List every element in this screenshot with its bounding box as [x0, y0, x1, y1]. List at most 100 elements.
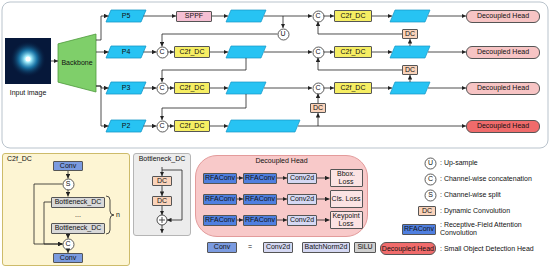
- conv-block: Conv: [207, 242, 237, 253]
- sppf-block: SPPF: [176, 11, 212, 22]
- symbol-circle: [425, 190, 436, 201]
- c2f-block: C2f_DC: [174, 46, 210, 58]
- head-swatch: Decoupled Head: [380, 242, 436, 255]
- node-label: C: [315, 84, 320, 92]
- repeat-count: n: [116, 211, 120, 219]
- node-label: S: [66, 180, 71, 188]
- label-holder: DC: [422, 207, 432, 215]
- connector: [162, 186, 163, 196]
- ellipsis: ...: [75, 211, 81, 219]
- node-label: C: [159, 122, 164, 130]
- connector: [144, 88, 157, 89]
- concat-circle: C: [63, 239, 74, 250]
- feature-map: [226, 120, 300, 132]
- network-panel: [2, 2, 548, 148]
- connector: [318, 22, 402, 34]
- legend-text: : Dynamic Convolution: [440, 207, 546, 215]
- node-label: Conv: [60, 254, 76, 262]
- circle-shape: [278, 29, 289, 40]
- node-label: DC: [157, 177, 167, 185]
- panel-title: C2f_DC: [7, 155, 32, 163]
- image-caption: Input image: [10, 89, 47, 97]
- equals-sign: =: [248, 243, 252, 251]
- symbol-circle: [425, 158, 436, 169]
- wire: [162, 225, 163, 233]
- node-label: RFAConv: [205, 216, 235, 224]
- node-label: Conv2d: [290, 174, 314, 182]
- para-shape: [106, 10, 146, 22]
- dynamic-conv: DC: [152, 196, 172, 206]
- feature-map-block: P3: [106, 82, 146, 94]
- legend-text: : Up-sample: [440, 159, 546, 167]
- connector: [96, 86, 109, 126]
- connector: [237, 178, 243, 179]
- c2f-block: C2f_DC: [334, 10, 372, 22]
- label-holder: =: [248, 243, 252, 251]
- connector: [317, 199, 330, 200]
- connector: [317, 220, 330, 221]
- feature-map-block: P5: [106, 10, 146, 22]
- wire: [210, 126, 228, 127]
- backbone-block: Backbone: [58, 34, 96, 92]
- connector: [168, 126, 175, 127]
- wire: [372, 52, 392, 53]
- feature-map: [390, 82, 430, 94]
- c2f-block: C2f_DC: [334, 46, 372, 58]
- connector: [44, 202, 63, 244]
- node-label: DC: [313, 104, 323, 112]
- node-label: Backbone: [61, 59, 92, 67]
- circle-shape: [63, 179, 74, 190]
- panel-title: Bottleneck_DC: [139, 155, 186, 163]
- connector: [324, 16, 335, 17]
- node-label: Bottleneck_DC: [55, 224, 102, 232]
- wire: [51, 61, 58, 62]
- connector: [318, 94, 319, 103]
- legend-text-holder: : Up-sample: [440, 159, 546, 167]
- connector: [237, 199, 243, 200]
- node-label: P3: [122, 84, 131, 92]
- node-label: Conv: [60, 162, 76, 170]
- circle-shape: [157, 121, 168, 132]
- node-label: C2f_DC: [341, 48, 366, 56]
- feature-map: [390, 10, 430, 22]
- conv2d-block: Conv2d: [287, 173, 317, 184]
- wire: [162, 94, 246, 120]
- symbol-letter: U: [428, 159, 433, 167]
- connector: [34, 184, 63, 244]
- connector: [317, 178, 330, 179]
- connector: [277, 178, 287, 179]
- conv2d-block: Conv2d: [263, 242, 293, 253]
- concat-circle: C: [313, 47, 324, 58]
- rfaconv-swatch: RFAConv: [402, 224, 436, 235]
- node-label: Decoupled Head: [477, 12, 529, 20]
- symbol-letter: DC: [422, 207, 432, 215]
- rfaconv-block: RFAConv: [203, 194, 237, 205]
- rfaconv-block: RFAConv: [243, 173, 277, 184]
- residual-wire: [162, 170, 182, 220]
- symbol-circle: [425, 174, 436, 185]
- dynamic-conv: DC: [310, 103, 326, 113]
- legend-text-holder: : Small Object Detection Head: [440, 245, 546, 253]
- connector: [68, 190, 69, 197]
- label-holder: Input image: [10, 89, 47, 97]
- node-label: SPPF: [185, 12, 203, 20]
- wire: [162, 167, 163, 176]
- label-holder: S: [428, 191, 433, 199]
- symbol-letter: C: [428, 175, 433, 183]
- node-label: DC: [405, 66, 415, 74]
- loss-box: Cls. Loss: [330, 190, 363, 208]
- connector: [277, 199, 287, 200]
- node-label: C2f_DC: [341, 84, 366, 92]
- circle-shape: [313, 11, 324, 22]
- para-shape: [106, 46, 146, 58]
- c2f-detail-panel: C2f_DCConvSBottleneck_DCBottleneck_DCCCo…: [2, 153, 130, 266]
- upsample-symbol: U: [425, 158, 436, 169]
- legend-text: : Channel-wise split: [440, 191, 546, 199]
- para-shape: [106, 120, 146, 132]
- head-detail-panel: Decoupled HeadRFAConvRFAConvConv2dBbox. …: [195, 155, 368, 237]
- wire: [264, 88, 312, 89]
- node-label: C: [159, 84, 164, 92]
- connector: [144, 16, 177, 17]
- dynamic-conv: DC: [402, 65, 418, 75]
